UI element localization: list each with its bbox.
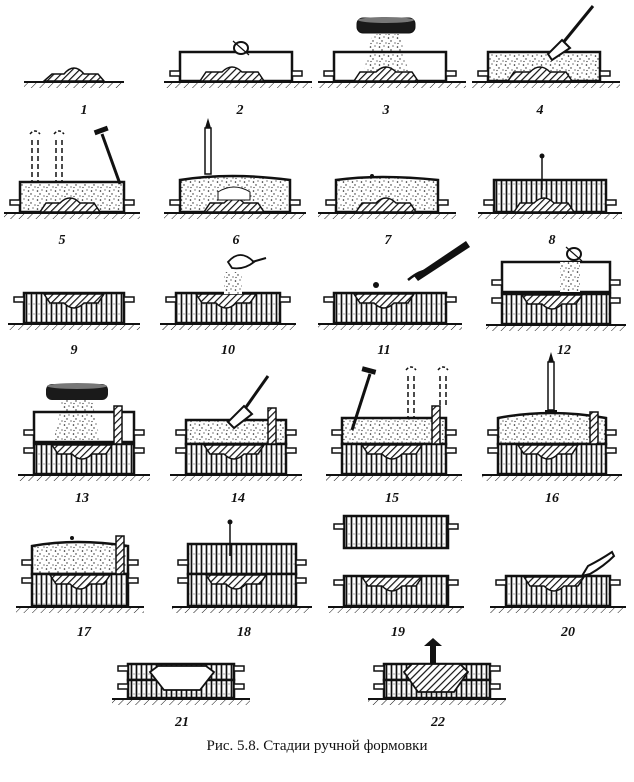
stage-15 [326, 366, 462, 481]
stage-label-19: 19 [391, 625, 405, 640]
stage-12 [486, 246, 626, 331]
stage-label-14: 14 [231, 491, 245, 506]
figure-caption: Рис. 5.8. Стадии ручной формовки [206, 738, 428, 754]
stage-13 [18, 383, 150, 481]
stage-label-21: 21 [174, 715, 189, 730]
stage-8 [478, 153, 622, 219]
stage-2 [164, 40, 312, 88]
stage-17 [16, 535, 144, 613]
stage-7 [318, 174, 456, 219]
stage-label-10: 10 [221, 343, 235, 358]
stage-label-9: 9 [71, 343, 78, 358]
stage-label-3: 3 [382, 103, 390, 118]
stage-label-15: 15 [385, 491, 399, 506]
stage-5 [4, 125, 140, 219]
stage-1 [24, 67, 124, 88]
stage-10 [160, 254, 296, 330]
stage-20 [490, 550, 626, 613]
stage-label-1: 1 [81, 103, 88, 118]
stage-label-16: 16 [545, 491, 559, 506]
stage-19 [328, 514, 464, 613]
stage-6 [164, 118, 306, 219]
stage-3 [318, 17, 466, 88]
stage-21 [112, 662, 250, 705]
stage-label-5: 5 [59, 233, 66, 248]
stage-label-7: 7 [385, 233, 393, 248]
stage-label-12: 12 [557, 343, 571, 358]
stage-14 [170, 375, 302, 481]
stage-label-22: 22 [430, 715, 445, 730]
stage-label-2: 2 [236, 103, 244, 118]
stage-label-13: 13 [75, 491, 89, 506]
stage-9 [8, 291, 140, 330]
stage-4 [472, 5, 620, 88]
stage-label-4: 4 [536, 103, 544, 118]
stage-label-6: 6 [233, 233, 240, 248]
stage-label-11: 11 [377, 343, 390, 358]
stage-16 [482, 352, 622, 481]
stage-label-18: 18 [237, 625, 251, 640]
stage-label-17: 17 [77, 625, 92, 640]
stage-label-20: 20 [560, 625, 575, 640]
stage-11 [318, 241, 470, 330]
stage-22 [368, 638, 506, 705]
stage-18 [172, 519, 312, 613]
stage-label-8: 8 [549, 233, 556, 248]
